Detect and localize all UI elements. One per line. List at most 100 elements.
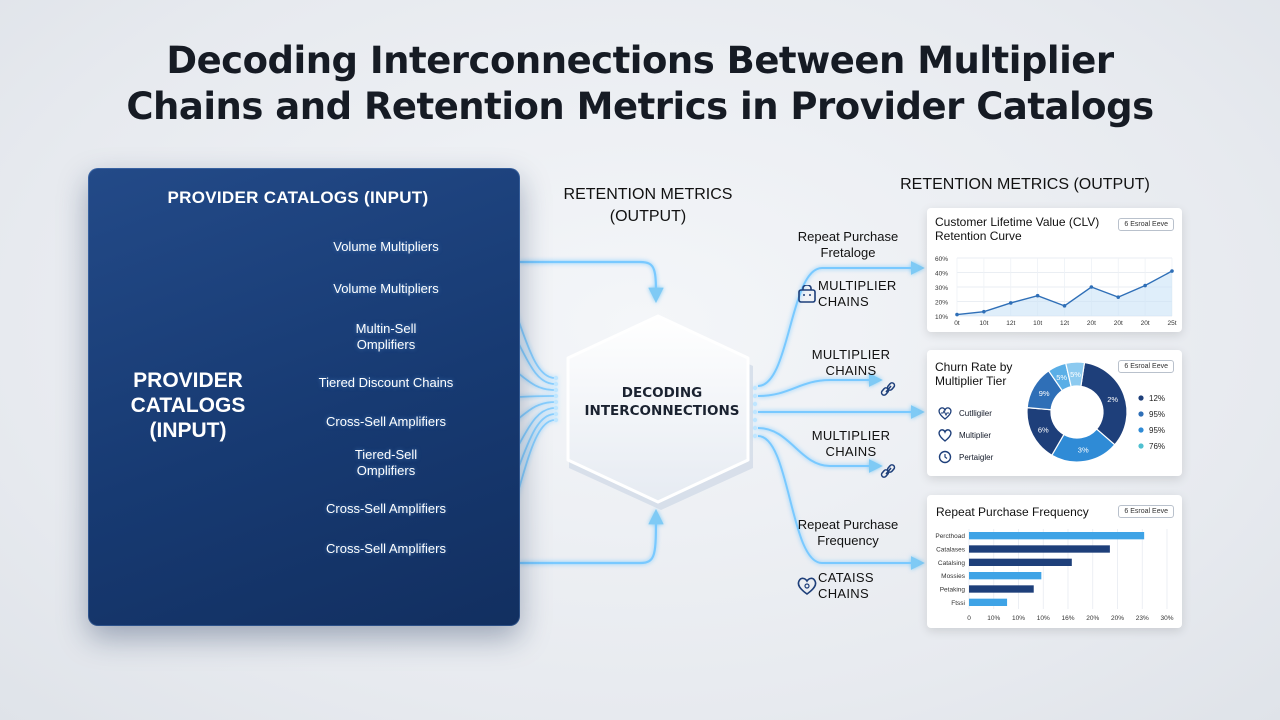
page-title: Decoding Interconnections Between Multip… [0,38,1280,130]
catalogs-chains-label: CATAISS CHAINS [818,570,902,602]
heart-icon [938,429,952,442]
port-dot [553,381,559,387]
churn-side-label: Multiplier [959,430,992,440]
churn-card: Churn Rate by Multiplier Tier 6 Esroal E… [927,350,1182,476]
input-item-volume-multipliers: Volume Multipliers [333,281,439,296]
y-tick-label: 60% [935,256,948,263]
big-label-line: (INPUT) [149,419,227,442]
input-item-cross-sell-amplifiers: Cross-Sell Amplifiers [326,501,446,516]
panel-header: PROVIDER CATALOGS (INPUT) [167,188,429,207]
slice-label: 2% [1107,395,1118,404]
label-line: Fretaloge [820,245,876,260]
link-icon [878,380,898,402]
provider-catalogs-label: PROVIDER CATALOGS (INPUT) [118,368,258,443]
port-dot [752,401,758,407]
clv-area [957,271,1172,316]
legend-swatch [1138,443,1144,449]
input-item-tiered-discount-chains: Tiered Discount Chains [318,375,454,390]
legend-swatch [1138,411,1144,417]
label-line: CATAISS [818,570,874,585]
x-tick-label: 0t [954,320,960,327]
repeat-card-title: Repeat Purchase Frequency [936,505,1089,519]
legend-label: 95% [1149,410,1165,419]
port-dot [553,375,559,381]
x-tick-label: 30% [1160,615,1173,622]
bottom-feed-connector [520,508,664,565]
x-tick-label: 20t [1114,320,1123,327]
input-item-cross-sell-amplifiers: Cross-Sell Amplifiers [326,414,446,429]
clv-point [1143,283,1147,288]
page-title-line-2: Chains and Retention Metrics in Provider… [126,85,1154,128]
churn-card-title: Churn Rate by Multiplier Tier [935,360,1012,388]
label-line: CHAINS [825,444,877,459]
clv-card-button[interactable]: 6 Esroal Eeve [1118,218,1174,231]
clv-point [1035,293,1040,298]
bar [969,532,1145,540]
category-label: Petaking [940,587,966,594]
clv-card: Customer Lifetime Value (CLV) Retention … [927,208,1182,332]
top-feed-connector [520,260,664,304]
legend-label: 12% [1149,394,1165,403]
port-dot [553,411,559,417]
x-tick-label: 10% [1037,615,1050,622]
slice-label: 5% [1056,373,1067,382]
y-tick-label: 30% [935,285,948,292]
multiplier-chains-label-2: MULTIPLIER CHAINS [806,347,896,379]
slice-label: 5% [1070,370,1081,379]
bar [969,545,1110,553]
center-heading-line: (OUTPUT) [609,208,687,225]
label-line: Repeat Purchase [797,229,899,244]
y-tick-label: 40% [935,271,948,278]
x-tick-label: 20% [1111,615,1124,622]
port-dot [752,385,758,391]
category-label: Catalsing [938,560,965,567]
port-dot [553,399,559,405]
repeat-card-button[interactable]: 6 Esroal Eeve [1118,505,1174,518]
x-tick-label: 12t [1060,320,1069,327]
input-item-tiered-sell-amplifiers: Tiered-Sell Omplifiers [306,447,466,479]
center-heading: RETENTION METRICS (OUTPUT) [548,184,748,228]
repeat-purchase-frequency-label: Repeat Purchase Frequency [786,517,910,549]
bar [969,558,1072,566]
x-tick-label: 25t [1167,320,1176,327]
churn-side-item: Pertaigler [937,446,993,468]
decoding-hub [566,314,753,510]
provider-catalogs-panel [88,168,520,626]
card-title-line: Customer Lifetime Value (CLV) [935,215,1100,229]
label-line: CHAINS [818,586,869,601]
output-connector [757,427,883,473]
x-tick-label: 23% [1136,615,1149,622]
y-tick-label: 20% [935,300,948,307]
clv-point [1089,285,1094,289]
big-label-line: CATALOGS [130,394,246,417]
output-heading: RETENTION METRICS (OUTPUT) [900,176,1150,193]
clv-card-title: Customer Lifetime Value (CLV) Retention … [935,215,1099,243]
decoding-hub-label: DECODING INTERCONNECTIONS [572,384,752,420]
label-line: CHAINS [825,363,877,378]
clv-point [1008,301,1013,305]
x-tick-label: 20t [1087,320,1096,327]
port-dot [752,417,758,423]
churn-card-button[interactable]: 6 Esroal Eeve [1118,360,1174,373]
hub-label-line: INTERCONNECTIONS [584,403,740,419]
port-dot [752,409,758,415]
repeat-purchase-label: Repeat Purchase Fretaloge [786,229,910,261]
port-dot [553,405,559,411]
input-item-cross-sell-amplifiers: Cross-Sell Amplifiers [326,541,446,556]
clv-point [1116,295,1121,299]
x-tick-label: 0 [967,615,971,622]
heart-icon [796,576,818,600]
clock-icon [938,450,952,464]
output-connector [757,435,925,570]
x-tick-label: 16% [1061,615,1074,622]
card-title-line: Retention Curve [935,229,1022,243]
slice-label: 3% [1078,445,1089,454]
label-line: MULTIPLIER [811,428,891,443]
x-tick-label: 20% [1086,615,1099,622]
heart-pulse-icon [938,407,952,420]
output-connector [757,261,925,387]
donut-slice [1080,361,1128,446]
clv-point [955,312,959,317]
